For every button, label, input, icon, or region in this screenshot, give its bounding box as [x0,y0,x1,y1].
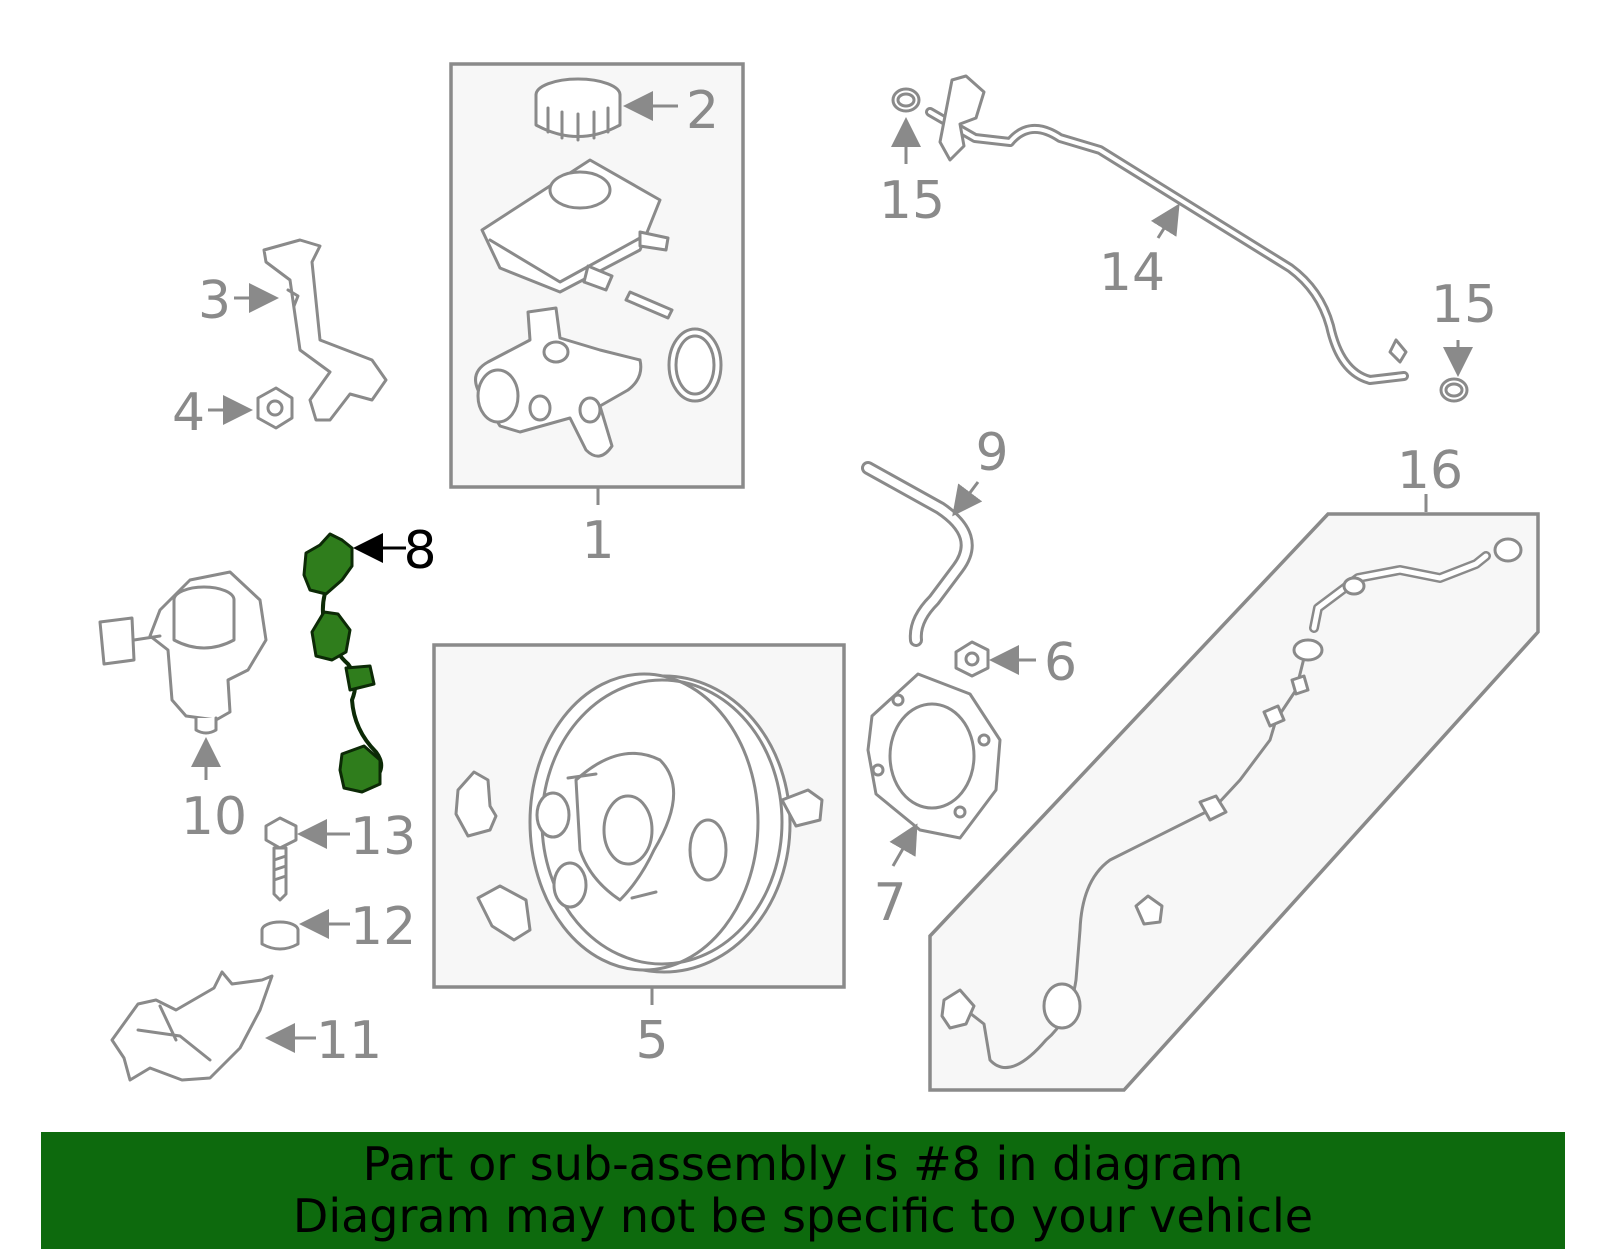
hose-sensor-box [928,512,1540,1092]
callout-5: 5 [635,1011,668,1071]
reservoir-cap [534,77,622,142]
callout-10: 10 [181,787,247,847]
callout-2: 2 [686,81,719,141]
callout-11: 11 [316,1011,382,1071]
gasket-7 [866,672,1002,840]
banner-line-1: Part or sub-assembly is #8 in diagram [362,1137,1244,1191]
pump-bracket [110,970,274,1082]
fluid-reservoir [480,158,670,294]
callout-12: 12 [350,897,416,957]
bolt-13 [264,816,298,902]
callout-15-right: 15 [1431,275,1497,335]
callout-13: 13 [350,807,416,867]
callout-9: 9 [975,423,1008,483]
clamp-15-left [891,87,921,113]
brake-booster-group [432,643,846,989]
vacuum-pump [98,570,268,735]
clamp-15-right [1439,377,1469,403]
vacuum-line [925,74,1409,385]
callout-14: 14 [1099,243,1165,303]
callout-1: 1 [581,511,614,571]
banner-line-2: Diagram may not be specific to your vehi… [292,1189,1314,1243]
grommet-12 [260,920,300,951]
parts-diagram: 1 2 3 4 5 6 7 8 9 10 11 12 13 14 15 15 1… [98,62,1540,1092]
nut-4 [256,386,294,430]
wiring-harness-highlight [302,532,384,794]
callout-8: 8 [403,521,436,581]
bracket [262,238,388,422]
highlight-banner: Part or sub-assembly is #8 in diagram Di… [41,1132,1565,1249]
callout-7: 7 [873,873,906,933]
retaining-pin [624,290,674,320]
o-ring-seal [667,327,723,403]
master-cylinder-body [474,306,643,458]
master-cylinder-group [449,62,745,489]
callout-labels: 1 2 3 4 5 6 7 8 9 10 11 12 13 14 15 15 1… [172,81,1497,1071]
callout-15-left: 15 [879,171,945,231]
callout-16: 16 [1397,441,1463,501]
nut-6 [954,640,990,678]
hose-sensor-group [928,512,1540,1092]
callout-3: 3 [198,271,231,331]
callout-6: 6 [1044,633,1077,693]
leader-lines [191,91,1473,1053]
callout-4: 4 [172,383,205,443]
